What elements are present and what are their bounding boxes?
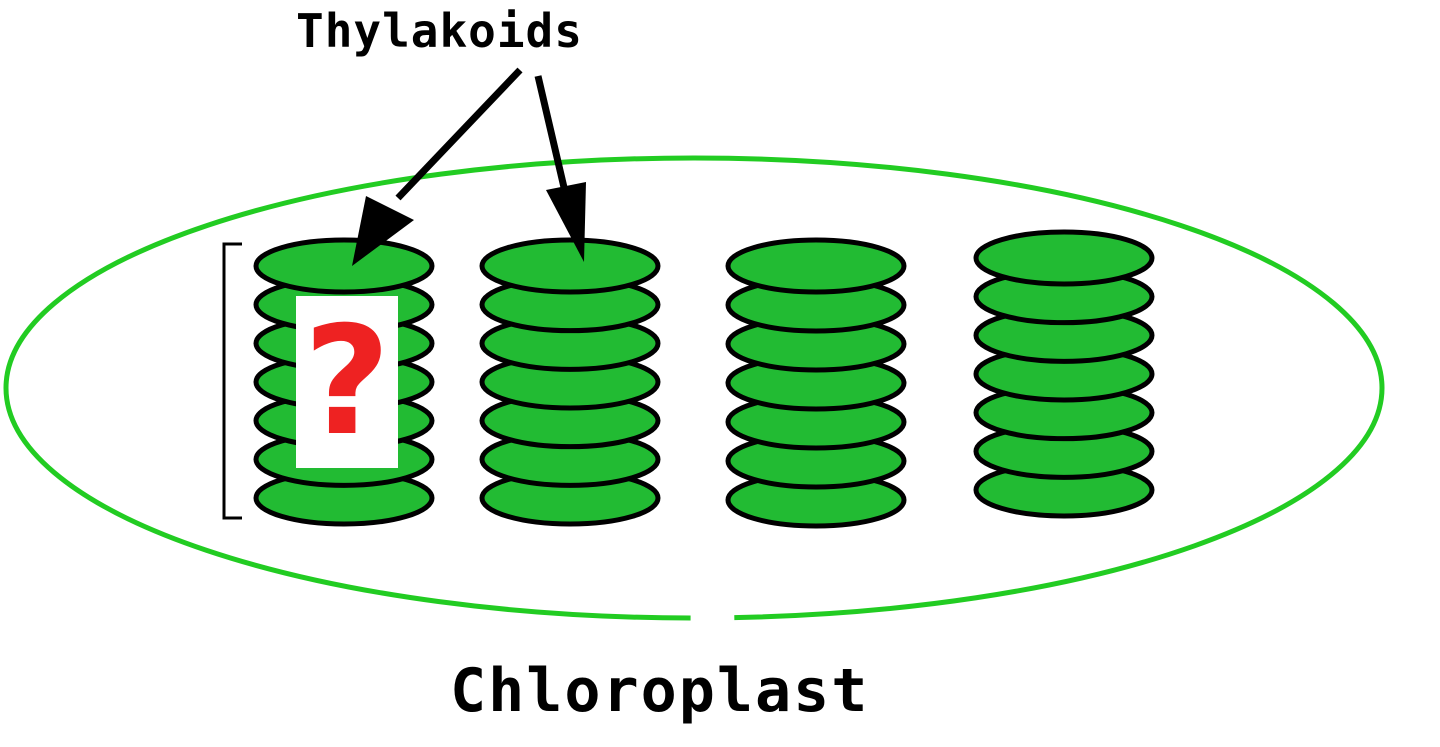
thylakoid-disk <box>253 237 435 295</box>
arrow-to-second-stack <box>534 75 586 262</box>
unknown-marker: ? <box>296 296 398 468</box>
thylakoid-disk <box>725 237 907 295</box>
chloroplast-membrane <box>3 155 1385 621</box>
granum-stack <box>479 237 661 527</box>
arrow-to-first-stack <box>352 67 523 266</box>
thylakoid-disk <box>479 237 661 295</box>
thylakoids-label: Thylakoids <box>296 4 583 58</box>
granum-stack <box>725 237 907 529</box>
thylakoid-disk <box>973 229 1155 287</box>
granum-bracket <box>222 242 242 520</box>
granum-stack <box>973 229 1155 519</box>
chloroplast-label: Chloroplast <box>450 656 870 726</box>
